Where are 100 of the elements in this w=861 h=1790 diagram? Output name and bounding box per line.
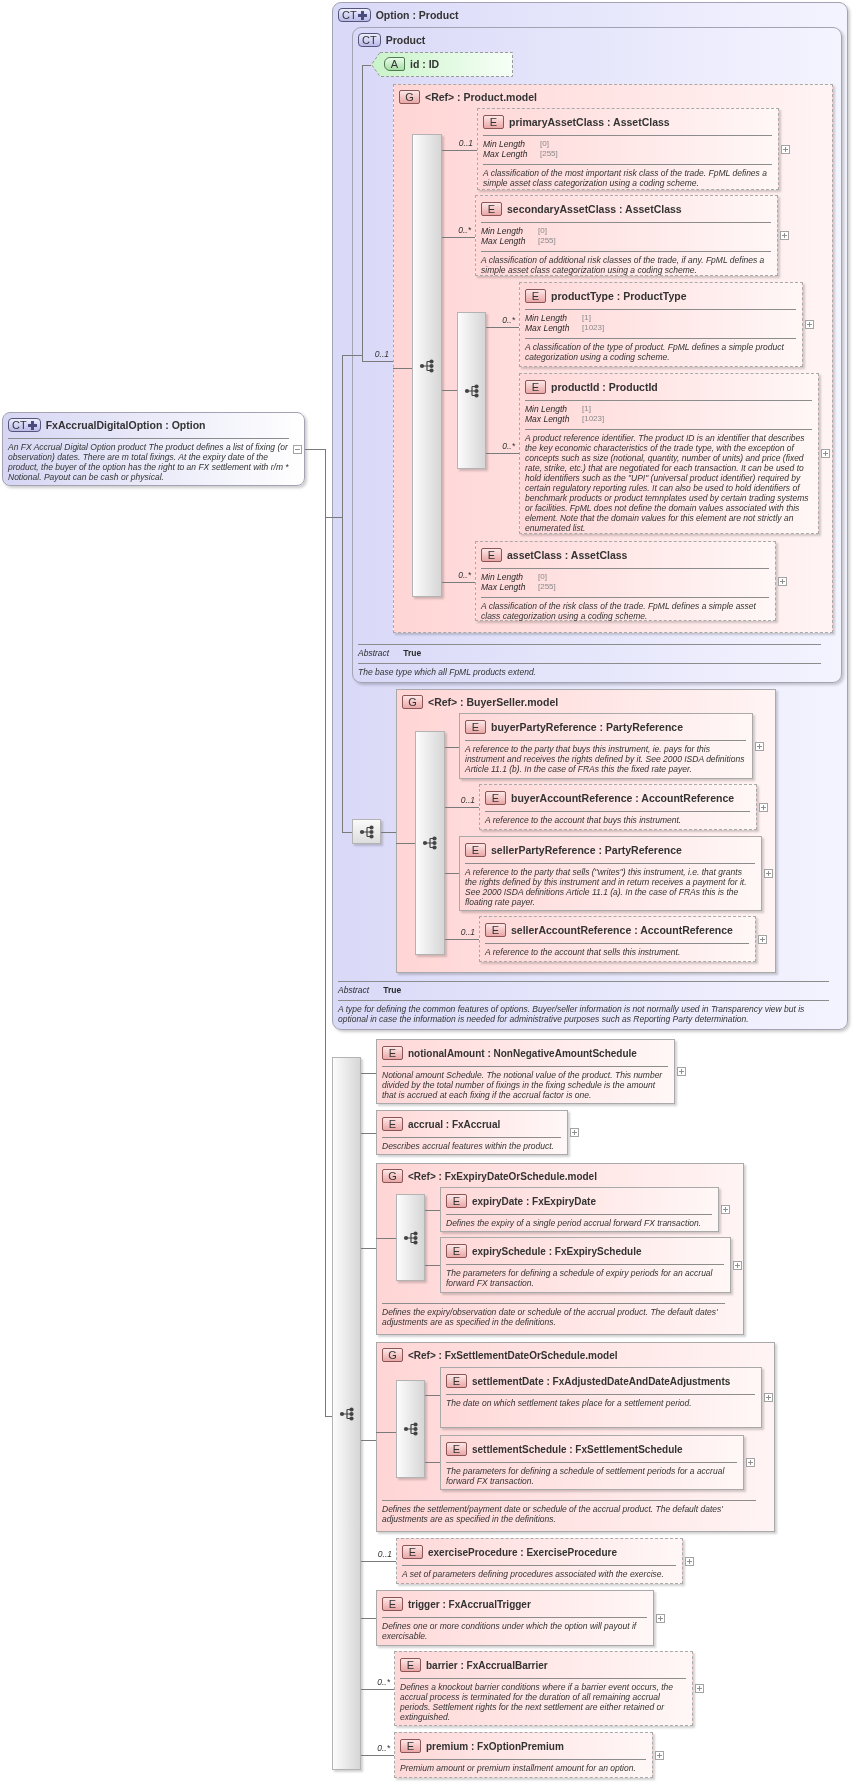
element-card (440, 1187, 719, 1232)
element-card (477, 108, 779, 190)
node-title: sellerPartyReference : PartyReference (491, 843, 682, 858)
facet-label: Min Length (525, 313, 568, 323)
description-text: Describes accrual features within the product. (382, 1141, 555, 1151)
connector-line (485, 326, 520, 328)
node-title: expiryDate : FxExpiryDate (472, 1195, 596, 1209)
property-value: True (403, 648, 422, 658)
type-badge: E (400, 1658, 421, 1672)
facet-value: [1] (582, 313, 591, 323)
connector-line (360, 1754, 395, 1756)
description-text: Defines one or more conditions under which the option will payout if exercisable. (382, 1621, 638, 1641)
node-title: notionalAmount : NonNegativeAmountSchedule (408, 1047, 637, 1061)
element-card (376, 1110, 568, 1155)
connector-line (424, 1209, 441, 1211)
description-text: A classification of additional risk classes of the trade, if any. FpML defines a simple asset class categorization using a coding scheme. (481, 255, 766, 275)
description-text: Defines the expiry/observation date or schedule of the accrual product. The default dates' adjustments are as specified in the definitions. (382, 1307, 719, 1327)
node-title: sellerAccountReference : AccountReference (511, 923, 733, 938)
facet-label: Max Length (525, 323, 570, 333)
cardinality-label: 0..* (502, 315, 515, 325)
node-title: premium : FxOptionPremium (426, 1740, 564, 1754)
description-text: The base type which all FpML products extend. (358, 667, 537, 677)
description-text: A classification of the risk class of the trade. FpML defines a simple asset class categorization using a coding scheme. (481, 601, 757, 621)
property-label: Abstract (358, 648, 390, 658)
connector-line (395, 842, 416, 844)
connector-line (360, 1560, 397, 1562)
node-title: <Ref> : FxSettlementDateOrSchedule.model (408, 1349, 618, 1363)
type-badge: E (446, 1442, 467, 1456)
description-text: A type for defining the common features of options. Buyer/seller information is not normally used in Transparency view but is optional in case the information is needed for administrative purposes such as Reporting Party determination. (338, 1004, 806, 1024)
connector-line (444, 746, 460, 748)
connector-line (360, 1617, 377, 1619)
type-badge: G (382, 1169, 403, 1183)
facet-value: [255] (540, 149, 558, 159)
group-panel (393, 84, 833, 633)
facet-label: Max Length (481, 582, 526, 592)
type-badge: A (384, 57, 405, 71)
element-card (475, 541, 776, 621)
description-text: Notional amount Schedule. The notional value of the product. This number divided by the total number of fixings in the fixing schedule is the amount that is accrued at each fixing if the accrual factor is one. (382, 1070, 664, 1100)
connector-line (441, 149, 478, 151)
description-text: Defines the expiry of a single period accrual forward FX transaction. (446, 1218, 703, 1228)
compositor-bar (396, 1194, 425, 1281)
type-badge: E (465, 720, 486, 734)
node-title: Product (385, 33, 426, 48)
facet-label: Min Length (525, 404, 568, 414)
cardinality-label: 0..* (458, 570, 471, 580)
connector-line (392, 367, 413, 369)
element-card (376, 1039, 675, 1104)
node-title: trigger : FxAccrualTrigger (408, 1598, 531, 1612)
description-text: A reference to the party that buys this instrument, ie. pays for this instrument and receives the rights defined by it. See 2000 ISDA definitions Article 11.1 (b). In the case of FRAs this the fixed rate payer. (465, 744, 746, 774)
element-card (440, 1435, 744, 1490)
node-title: id : ID (410, 57, 440, 72)
cardinality-label: 0..1 (458, 138, 473, 148)
element-card (459, 836, 762, 911)
facet-value: [1023] (582, 414, 605, 424)
facet-value: [255] (538, 582, 556, 592)
node-title: expirySchedule : FxExpirySchedule (472, 1245, 642, 1259)
property-value: True (383, 985, 402, 995)
node-title: settlementSchedule : FxSettlementSchedule (472, 1443, 683, 1457)
connector-line (375, 1431, 397, 1433)
type-badge: G (399, 90, 420, 104)
facet-label: Min Length (481, 572, 524, 582)
type-panel (332, 2, 848, 1030)
type-badge: E (446, 1194, 467, 1208)
facet-value: [255] (538, 236, 556, 246)
attribute-tag (371, 52, 513, 77)
node-title: <Ref> : BuyerSeller.model (428, 695, 559, 710)
type-badge: E (483, 115, 504, 129)
element-card (396, 1538, 683, 1584)
cardinality-label: 0..* (377, 1677, 390, 1687)
type-badge: E (525, 289, 546, 303)
type-badge: E (485, 923, 506, 937)
type-badge: E (481, 548, 502, 562)
type-badge: E (481, 202, 502, 216)
type-badge: CT (358, 33, 381, 47)
type-badge: E (465, 843, 486, 857)
connector-line (375, 1237, 397, 1239)
facet-value: [0] (538, 572, 547, 582)
facet-value: [0] (538, 226, 547, 236)
node-title: accrual : FxAccrual (408, 1118, 501, 1132)
type-badge: E (382, 1117, 403, 1131)
compositor-bar (412, 134, 442, 597)
description-text: The parameters for defining a schedule of settlement periods for a accrual forward FX transaction. (446, 1466, 726, 1486)
node-title: barrier : FxAccrualBarrier (426, 1659, 548, 1673)
node-title: secondaryAssetClass : AssetClass (507, 202, 682, 217)
description-text: A reference to the party that sells ("writes") this instrument, i.e. that grants the rights defined by this instrument and in return receives a payment for it. See 2000 ISDA definitions Article 11.1 (a). In the case of FRAs this is the floating rate payer. (465, 867, 748, 907)
element-card (394, 1651, 693, 1726)
description-text: A classification of the most important risk class of the trade. FpML defines a simple asset class categorization using a coding scheme. (483, 168, 768, 188)
node-title: <Ref> : Product.model (425, 90, 538, 105)
connector-line (360, 1132, 377, 1134)
node-title: settlementDate : FxAdjustedDateAndDateAdjustments (472, 1375, 731, 1389)
description-text: The date on which settlement takes place for a settlement period. (446, 1398, 693, 1408)
description-text: The parameters for defining a schedule of expiry periods for an accrual forward FX transaction. (446, 1268, 714, 1288)
type-badge: E (446, 1244, 467, 1258)
description-text: A reference to the account that buys this instrument. (485, 815, 683, 825)
connector-line (424, 1394, 441, 1396)
property-label: Abstract (338, 985, 370, 995)
cardinality-label: 0..1 (377, 1549, 392, 1559)
element-card (475, 195, 778, 276)
node-title: FxAccrualDigitalOption : Option (45, 418, 206, 433)
element-card (440, 1367, 762, 1428)
